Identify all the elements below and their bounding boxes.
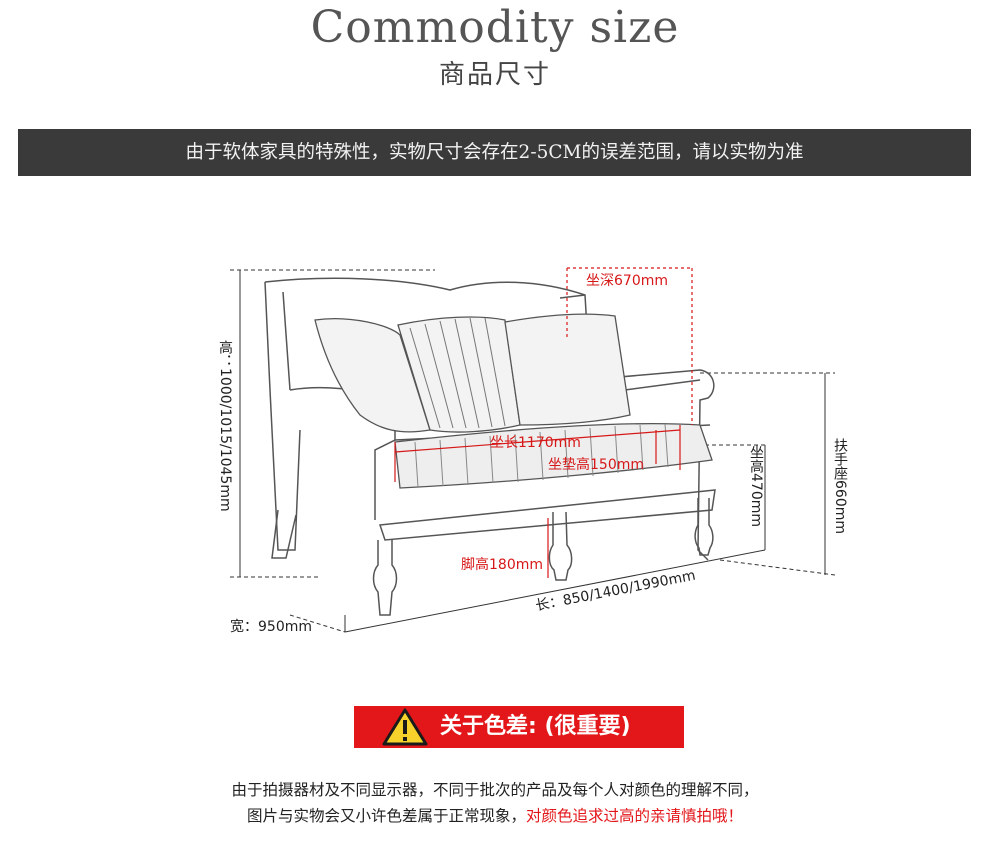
color-note-highlight: 对颜色追求过高的亲请慎拍哦！ [526, 807, 744, 825]
color-difference-title: 关于色差: (很重要) [440, 714, 631, 739]
cushion-height-label: 坐垫高150mm [548, 457, 644, 473]
color-note-line-1: 由于拍摄器材及不同显示器，不同于批次的产品及每个人对颜色的理解不同， [231, 781, 759, 799]
width-label: 宽：950mm [230, 619, 312, 635]
leg-height-label: 脚高180mm [461, 557, 543, 573]
page-title-cn: 商品尺寸 [438, 60, 551, 90]
color-note-normal: 图片与实物会又小许色差属于正常现象， [246, 807, 526, 825]
warning-triangle-icon [382, 708, 428, 746]
tolerance-notice-bar: 由于软体家具的特殊性，实物尺寸会存在2-5CM的误差范围，请以实物为准 [18, 129, 971, 176]
seat-length-label: 坐长1170mm [490, 435, 581, 451]
color-note-line-2: 图片与实物会又小许色差属于正常现象，对颜色追求过高的亲请慎拍哦！ [0, 804, 990, 826]
sofa-dimension-diagram: 坐深670mm 高：1000/1015/1045mm 坐长1170mm 坐垫高1… [0, 220, 990, 650]
armrest-height-label: 扶手座660mm [832, 438, 848, 534]
seat-height-label: 坐高470mm [748, 445, 764, 527]
sofa-illustration [230, 267, 836, 633]
page-title-en: Commodity size [310, 2, 680, 53]
seat-depth-label: 坐深670mm [586, 273, 668, 289]
height-label: 高：1000/1015/1045mm [217, 340, 233, 512]
color-difference-banner: 关于色差: (很重要) [354, 706, 684, 748]
